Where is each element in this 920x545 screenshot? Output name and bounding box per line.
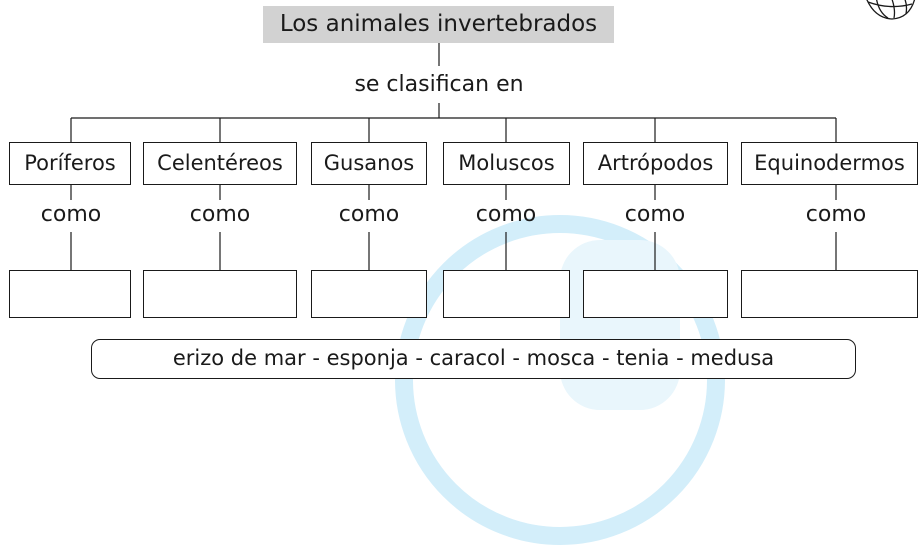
answer-box-equinodermos[interactable]: [741, 270, 918, 318]
concept-map: Los animales invertebrados se clasifican…: [9, 0, 918, 545]
category-box-celentereos: Celentéreos: [143, 142, 297, 185]
example-label-5: como: [624, 202, 686, 227]
example-label-4: como: [475, 202, 537, 227]
word-bank: erizo de mar - esponja - caracol - mosca…: [91, 339, 856, 379]
example-label-6: como: [805, 202, 867, 227]
connector-label: se clasifican en: [354, 72, 524, 97]
connector-lines: [70, 43, 837, 270]
diagram-title: Los animales invertebrados: [263, 6, 614, 43]
watermark-fill: [560, 240, 680, 410]
globe-icon: [866, 0, 916, 20]
example-label-1: como: [40, 202, 102, 227]
category-box-moluscos: Moluscos: [443, 142, 570, 185]
category-box-equinodermos: Equinodermos: [741, 142, 918, 185]
category-box-poriferos: Poríferos: [9, 142, 131, 185]
answer-box-celentereos[interactable]: [143, 270, 297, 318]
answer-box-poriferos[interactable]: [9, 270, 131, 318]
category-box-artropodos: Artrópodos: [583, 142, 728, 185]
example-label-2: como: [189, 202, 251, 227]
example-label-3: como: [338, 202, 400, 227]
answer-box-artropodos[interactable]: [583, 270, 728, 318]
category-box-gusanos: Gusanos: [311, 142, 427, 185]
answer-box-moluscos[interactable]: [443, 270, 570, 318]
answer-box-gusanos[interactable]: [311, 270, 427, 318]
